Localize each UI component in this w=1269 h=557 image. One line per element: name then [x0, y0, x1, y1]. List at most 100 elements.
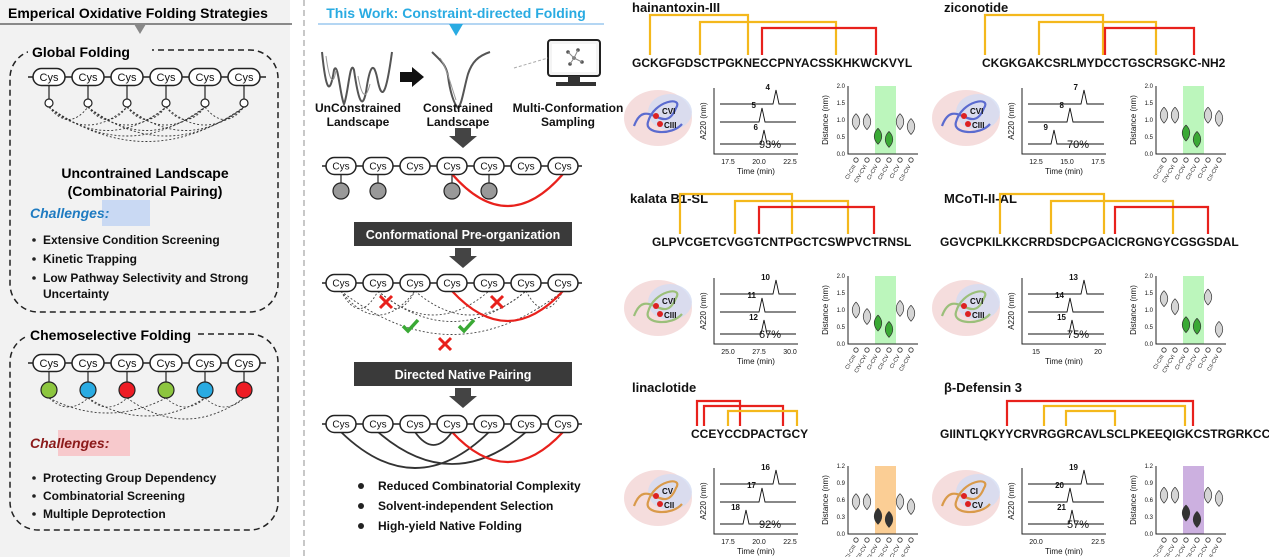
- cys-label: Cys: [79, 358, 98, 370]
- possible-pairing-arc: [204, 106, 245, 120]
- cys-residue: [325, 414, 357, 434]
- hplc-x-tick: 17.5: [1091, 159, 1105, 166]
- peak-label: 5: [752, 101, 757, 110]
- peptide-name: hainantoxin-III: [632, 0, 720, 15]
- violin-category: CII-CV: [877, 544, 891, 557]
- accepted-pairing-icon: [457, 318, 476, 334]
- category-marker: [1172, 347, 1178, 353]
- cys-residue: [188, 67, 222, 87]
- peak-label: 11: [748, 291, 757, 300]
- cys-atom-label: CIII: [664, 311, 676, 320]
- hplc-trace: [1028, 319, 1104, 335]
- cys-residue: [473, 156, 505, 176]
- disulfide-bracket: [1049, 199, 1175, 234]
- sulfur-bead: [44, 98, 54, 108]
- violin-shape: [906, 118, 916, 135]
- landscape-label: Landscape: [327, 115, 390, 129]
- category-marker: [1194, 347, 1200, 353]
- surface-patch: [956, 474, 1000, 510]
- hplc-axes: [1021, 468, 1106, 535]
- peak-label: 16: [761, 463, 770, 472]
- surface-patch: [648, 474, 692, 510]
- hplc-x-label: Time (min): [737, 167, 775, 176]
- landscape-label: Constrained: [423, 101, 493, 115]
- bullet-dot: [358, 483, 364, 489]
- violin-shape: [1181, 316, 1191, 334]
- peak-label: 17: [747, 481, 756, 490]
- peptide-panel: MCoTI-II-ALGGVCPKILKKCRRDSDCPGACICRGNGYC…: [932, 191, 1239, 374]
- category-marker: [908, 347, 914, 353]
- category-marker: [1216, 537, 1222, 543]
- hplc-trace: [1028, 279, 1104, 295]
- hplc-x-tick: 22.5: [783, 539, 797, 546]
- protecting-group-bead: [40, 381, 58, 399]
- hplc-x-tick: 27.5: [752, 349, 766, 356]
- cys-label: Cys: [157, 72, 176, 84]
- hplc-x-label: Time (min): [737, 357, 775, 366]
- cys-residue: [547, 273, 579, 293]
- hplc-trace: [720, 89, 796, 105]
- peptide-panel: hainantoxin-IIIGCKGFGDSCTPGKNECCPNYACSSK…: [624, 0, 918, 184]
- disulfide-bracket: [678, 192, 794, 234]
- hplc-x-tick: 22.5: [1091, 539, 1105, 546]
- violin-shape: [906, 304, 916, 322]
- violin-y-tick: 1.0: [1145, 308, 1154, 314]
- cys-label: Cys: [554, 162, 571, 173]
- violin-axes: [1155, 86, 1226, 155]
- possible-pairing-arc: [126, 106, 245, 131]
- category-marker: [908, 157, 914, 163]
- hplc-trace: [720, 319, 796, 335]
- cys-residue: [362, 414, 394, 434]
- violin-axes: [1155, 466, 1226, 535]
- disulfide-bracket: [702, 404, 785, 426]
- hplc-x-label: Time (min): [1045, 167, 1083, 176]
- protecting-group-bead: [79, 381, 97, 399]
- violin-y-tick: 1.0: [1145, 118, 1154, 124]
- cys-label: Cys: [517, 279, 534, 290]
- violin-y-tick: 2.0: [1145, 84, 1154, 90]
- possible-pairing-arc: [48, 106, 167, 131]
- violin-category: CII-CV: [877, 164, 891, 182]
- disulfide-bracket: [1064, 409, 1117, 426]
- violin-y-tick: 0.9: [1145, 481, 1154, 487]
- pairing-arc: [48, 397, 167, 414]
- bullet-dot: [32, 238, 36, 242]
- hplc-y-label: A220 (nm): [699, 102, 708, 140]
- violin-shape: [1159, 106, 1169, 124]
- peptide-sequence: GLPVCGETCVGGTCNTPGCTCSWPVCTRNSL: [652, 235, 911, 249]
- cys-atom-label: CVI: [662, 297, 675, 306]
- global-title: Global Folding: [32, 44, 130, 60]
- hplc-x-tick: 20.0: [752, 159, 766, 166]
- cys-label: Cys: [196, 358, 215, 370]
- cys-label: Cys: [332, 420, 349, 431]
- backbone-ribbon: [940, 290, 991, 324]
- disulfide-bracket: [998, 192, 1106, 234]
- step1-label: Conformational Pre-organization: [366, 228, 560, 242]
- cys-atom-label: CV: [662, 487, 674, 496]
- left-header: Emperical Oxidative Folding Strategies: [8, 5, 268, 21]
- hplc-x-tick: 15.0: [1060, 159, 1074, 166]
- middle-bullet: Reduced Combinatorial Complexity: [378, 479, 581, 493]
- sulfur-atom: [653, 113, 659, 119]
- cys-residue: [325, 156, 357, 176]
- category-marker: [1161, 537, 1167, 543]
- violin-y-tick: 0.5: [1145, 135, 1154, 141]
- hplc-y-label: A220 (nm): [699, 292, 708, 330]
- hplc-x-tick: 12.5: [1029, 159, 1043, 166]
- constraint-disulfide: [451, 431, 564, 463]
- folding-yield: 75%: [1067, 329, 1089, 341]
- backbone-ribbon: [632, 100, 683, 134]
- violin-shape: [1192, 317, 1202, 335]
- computer-monitor-icon: [513, 39, 601, 86]
- bullet-dot: [358, 503, 364, 509]
- category-marker: [897, 537, 903, 543]
- folding-yield: 92%: [759, 519, 781, 531]
- hplc-trace: [720, 279, 796, 295]
- chemo-bullet: Combinatorial Screening: [43, 489, 185, 503]
- cys-residue: [110, 353, 144, 373]
